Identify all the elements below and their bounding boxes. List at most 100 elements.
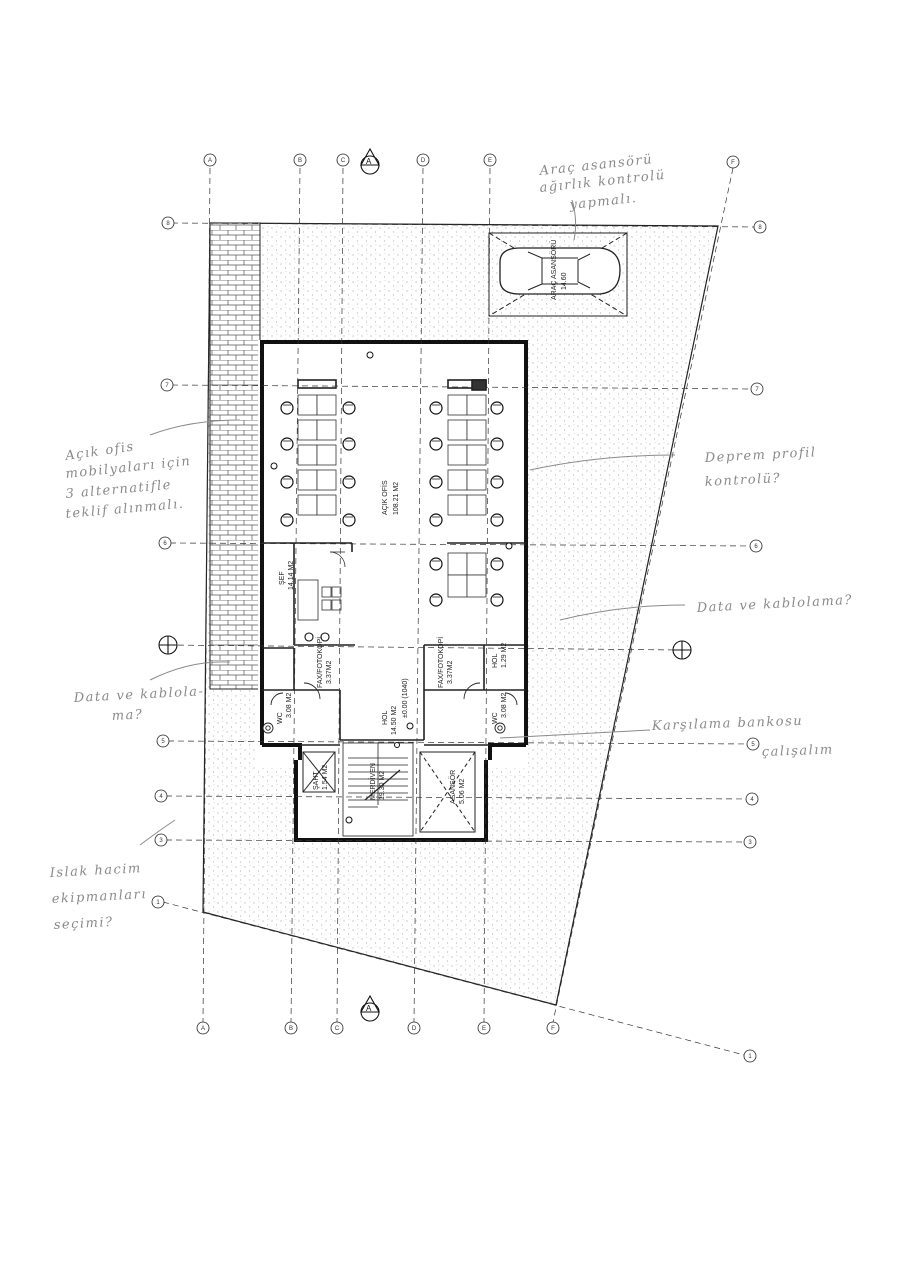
svg-text:A: A	[201, 1026, 205, 1032]
wc-fixtures	[262, 682, 518, 734]
fax-right-label: FAX/FOTOKOPİ	[436, 637, 445, 688]
wc-left-label: WC	[277, 712, 284, 724]
desk-cluster-left	[297, 394, 337, 516]
grid-bubble-a-bottom: A	[196, 1021, 210, 1035]
parking-area: 14.60	[561, 272, 568, 290]
note-seismic-2: kontrolü?	[704, 471, 781, 490]
note-data-cabling-right: Data ve kablolama?	[695, 593, 853, 616]
wc-right-area: 3.08 M2	[501, 693, 508, 718]
svg-text:B: B	[289, 1026, 293, 1032]
office-chairs	[280, 401, 504, 607]
svg-text:8: 8	[166, 221, 170, 227]
svg-text:A: A	[208, 158, 212, 164]
svg-text:E: E	[482, 1026, 486, 1032]
fax-right-area: 3.37M2	[447, 661, 454, 684]
svg-text:1: 1	[156, 900, 160, 906]
hall-label: HOL	[382, 711, 389, 726]
interior-walls	[262, 379, 526, 746]
grid-bubble-a-top: A	[203, 153, 217, 167]
open-office-label: AÇIK OFİS	[380, 480, 389, 515]
grid-bubble-6-right: 6	[749, 539, 763, 553]
grid-bubble-1-right: 1	[743, 1049, 757, 1063]
grid-lines	[162, 167, 757, 1057]
svg-text:C: C	[335, 1026, 340, 1032]
boundary-brick-wall	[209, 222, 261, 690]
svg-text:6: 6	[163, 541, 167, 547]
annotation-leaders	[139, 199, 686, 846]
shaft	[302, 751, 336, 793]
grid-bubble-3-left: 3	[154, 833, 168, 847]
note-reception-2: çalışalım	[762, 742, 834, 760]
note-wet-area-3: seçimi?	[53, 915, 113, 933]
svg-text:7: 7	[755, 387, 759, 393]
chief-label: ŞEF	[279, 571, 286, 585]
hall-area: 14.50 M2	[391, 706, 398, 735]
wc-left-area: 3.08 M2	[286, 693, 293, 718]
grid-bubble-5-right: 5	[746, 737, 760, 751]
stair-area: 19.30 M2	[379, 771, 386, 800]
grid-bubble-7-right: 7	[750, 382, 764, 396]
section-markers	[158, 147, 692, 1022]
note-data-cabling-left-2: ma?	[111, 707, 143, 724]
section-mark-top: A	[366, 157, 372, 166]
note-data-cabling-left-1: Data ve kablola-	[72, 684, 204, 706]
svg-text:D: D	[412, 1026, 417, 1032]
svg-text:6: 6	[754, 544, 758, 550]
grid-bubble-3-right: 3	[743, 835, 757, 849]
grid-bubble-e-top: E	[483, 153, 497, 167]
svg-text:E: E	[488, 158, 492, 164]
grid-bubble-c-bottom: C	[330, 1021, 344, 1035]
fax-left-area: 3.37M2	[326, 661, 333, 684]
grid-bubble-6-left: 6	[158, 536, 172, 550]
svg-text:5: 5	[161, 739, 165, 745]
note-seismic-1: Deprem profil	[703, 445, 816, 466]
svg-text:F: F	[731, 160, 735, 166]
svg-text:F: F	[551, 1026, 555, 1032]
elevator	[419, 751, 476, 833]
shaft-label: ŞAHT	[313, 771, 320, 790]
grid-bubble-1-left: 1	[151, 895, 165, 909]
note-wet-area-1: Islak hacim	[48, 861, 142, 881]
desk-cluster-right	[447, 394, 487, 598]
grid-bubble-8-left: 8	[161, 216, 175, 230]
grid-bubble-c-top: C	[336, 153, 350, 167]
grid-bubble-e-bottom: E	[477, 1021, 491, 1035]
car-lift	[488, 232, 628, 317]
note-wet-area-2: ekipmanları	[51, 887, 147, 907]
svg-text:3: 3	[159, 838, 163, 844]
grid-bubble-8-right: 8	[753, 220, 767, 234]
hall-right-label: HOL	[492, 654, 499, 669]
stair	[342, 742, 414, 837]
svg-text:4: 4	[750, 797, 754, 803]
svg-text:C: C	[341, 158, 346, 164]
section-mark-bottom: A	[366, 1004, 372, 1013]
elevator-area: 5.06 M2	[459, 779, 466, 804]
note-reception-1: Karşılama bankosu	[651, 714, 804, 734]
chief-area: 14.14 M2	[288, 561, 295, 590]
handwritten-annotations: Araç asansörü ağırlık kontrolü yapmalı. …	[48, 152, 853, 933]
chief-office-furniture	[297, 551, 346, 642]
svg-text:5: 5	[751, 742, 755, 748]
grid-bubble-d-bottom: D	[407, 1021, 421, 1035]
grid-bubble-5-left: 5	[156, 734, 170, 748]
room-labels: AÇIK OFİS 108.21 M2 ŞEF 14.14 M2 FAX/FOT…	[277, 240, 568, 804]
svg-text:7: 7	[165, 383, 169, 389]
grid-bubble-b-bottom: B	[284, 1021, 298, 1035]
grid-bubble-f-top: F	[726, 155, 740, 169]
svg-text:1: 1	[748, 1054, 752, 1060]
svg-text:3: 3	[748, 840, 752, 846]
wc-right-label: WC	[492, 712, 499, 724]
grid-bubble-b-top: B	[293, 153, 307, 167]
grid-bubbles: A B C D E F A B C D E F 8 8 7 7 6 6 5 5 …	[151, 153, 767, 1063]
grid-bubble-4-right: 4	[745, 792, 759, 806]
parking-label: ARAÇ ASANSÖRÜ	[550, 240, 558, 300]
column-markers	[270, 351, 513, 824]
svg-text:8: 8	[758, 225, 762, 231]
note-car-lift-3: yapmalı.	[568, 191, 638, 213]
svg-text:D: D	[421, 158, 426, 164]
grid-bubble-d-top: D	[416, 153, 430, 167]
building-interior	[258, 340, 528, 838]
shaft-area: 1.54 M2	[322, 765, 329, 790]
grid-bubble-4-left: 4	[154, 789, 168, 803]
